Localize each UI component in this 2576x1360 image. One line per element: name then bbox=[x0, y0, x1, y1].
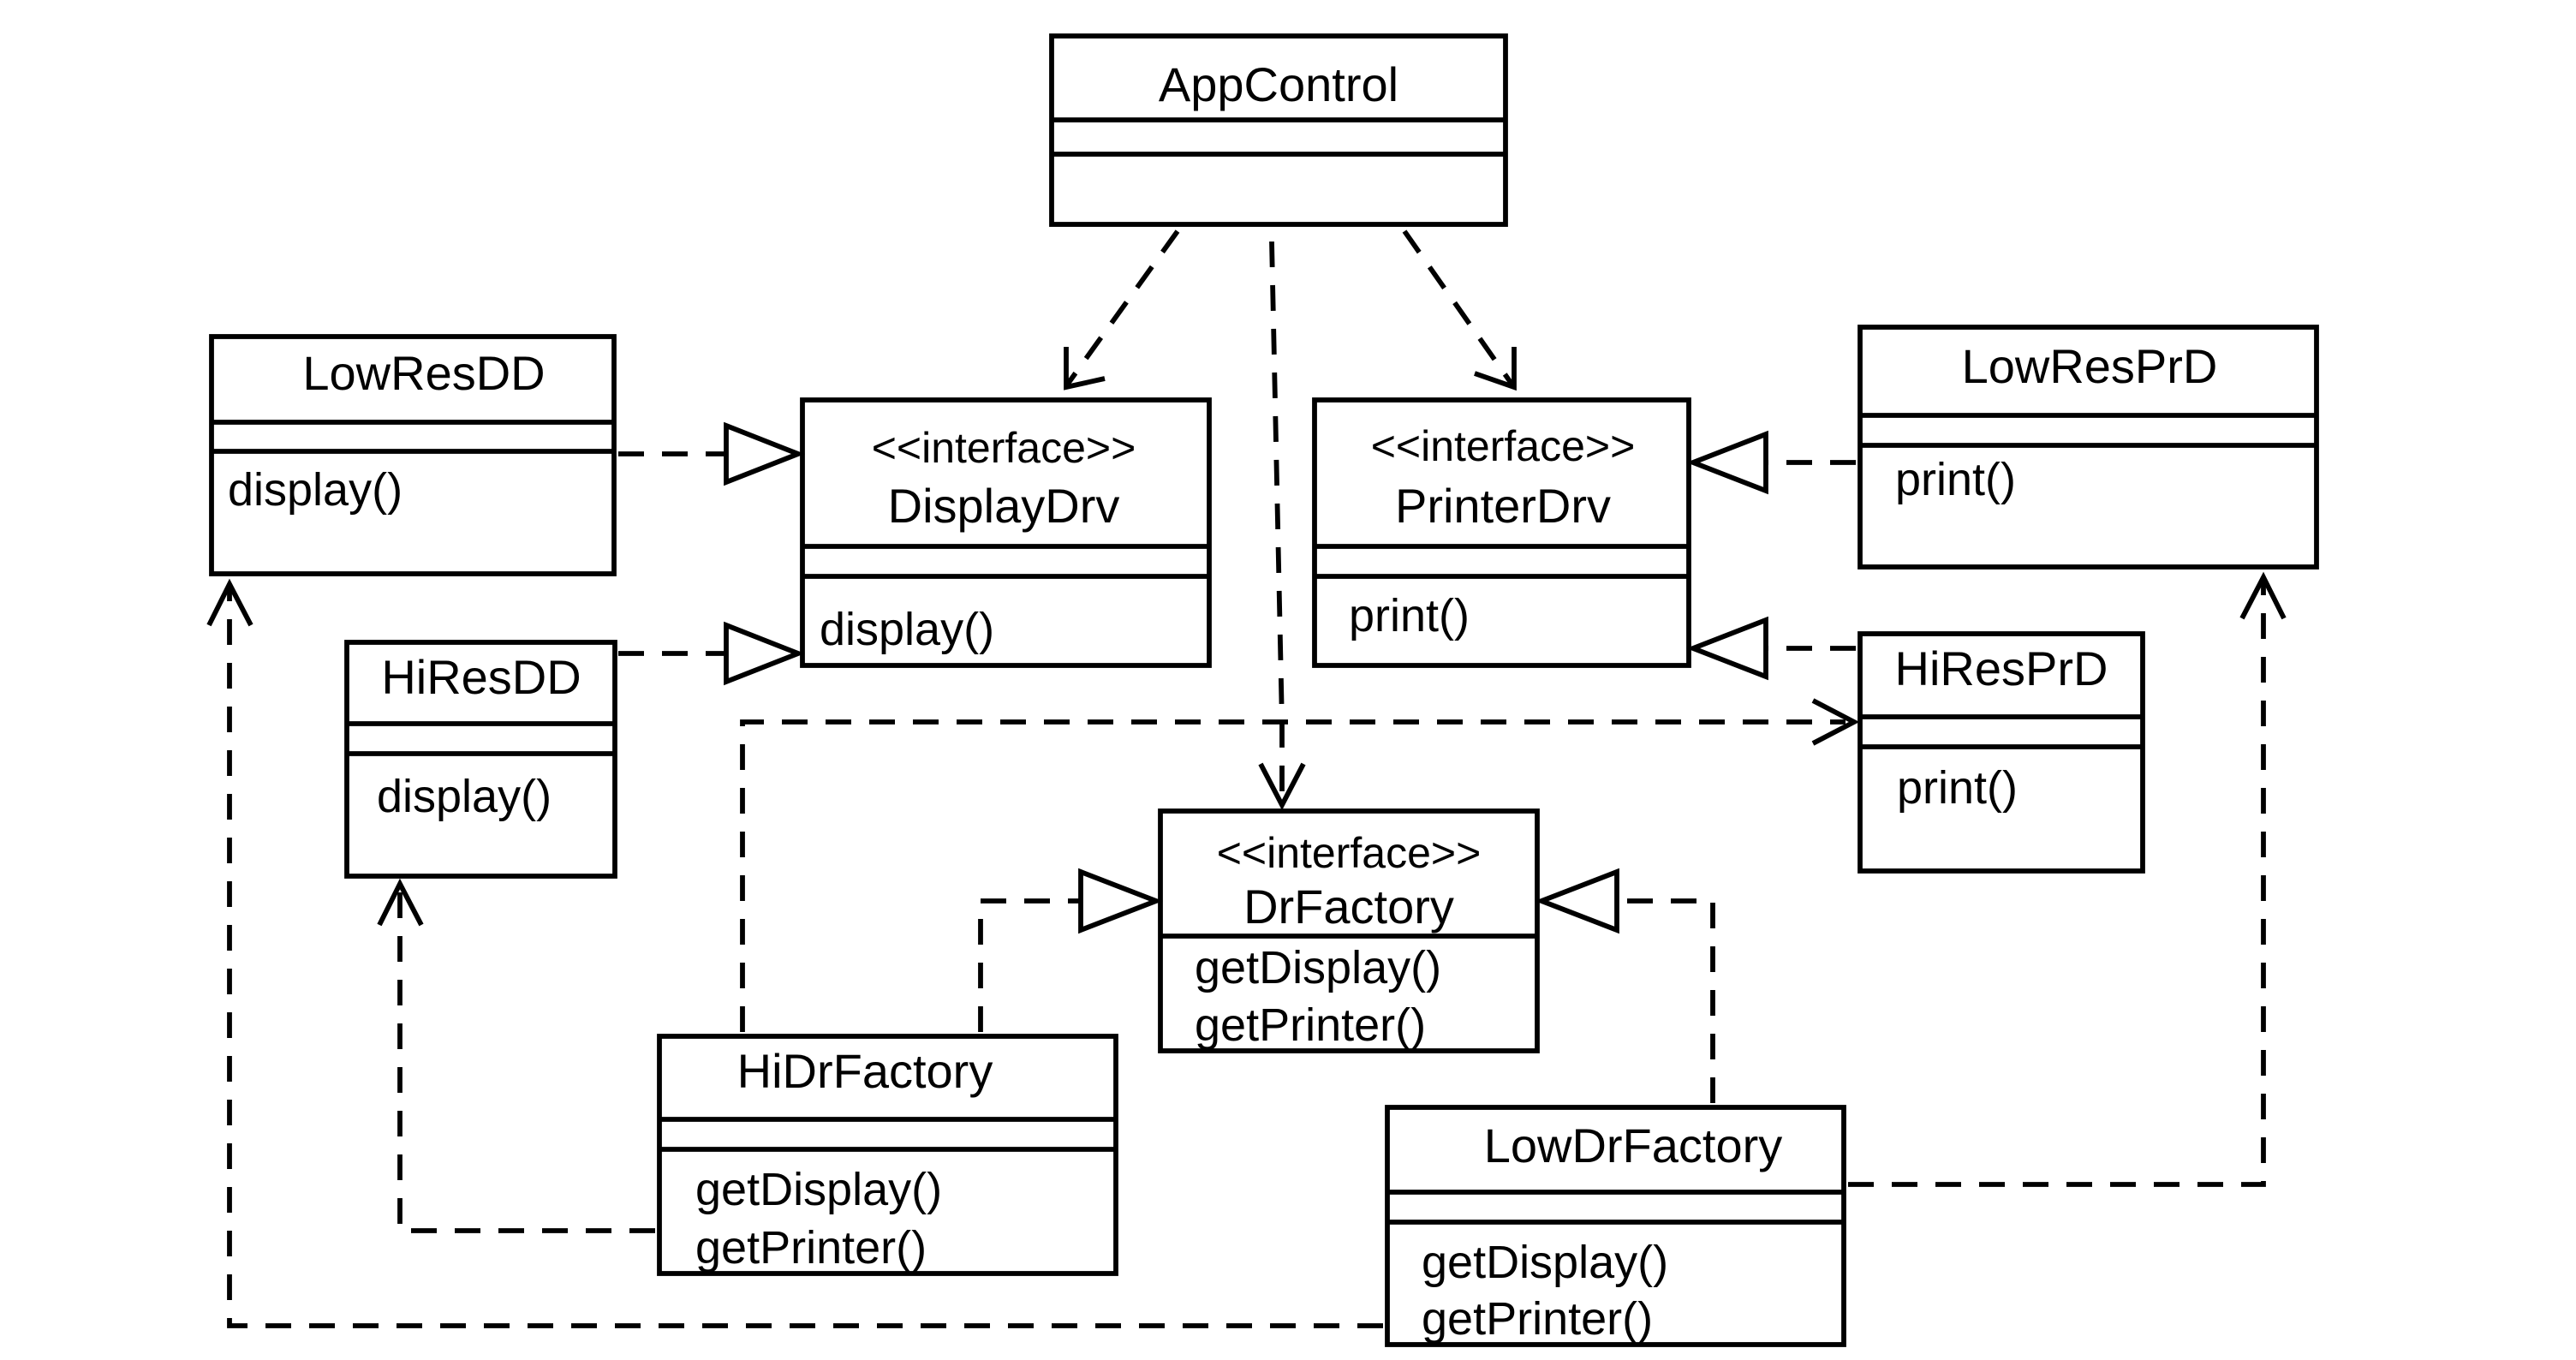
operation-drfactory-getdisplay: getDisplay() bbox=[1195, 942, 1441, 993]
operation-hidrfactory-getprinter: getPrinter() bbox=[695, 1222, 927, 1274]
class-name-appcontrol: AppControl bbox=[1159, 57, 1398, 111]
class-hiresdd[interactable]: HiResDD display() bbox=[344, 640, 617, 879]
realization-hiresdd-displaydrv bbox=[618, 621, 805, 686]
dependency-appcontrol-displaydrv bbox=[1064, 230, 1180, 391]
interface-drfactory[interactable]: <<interface>> DrFactory getDisplay() get… bbox=[1158, 808, 1540, 1053]
class-hiresprd[interactable]: HiResPrD print() bbox=[1857, 631, 2145, 874]
class-lowresdd[interactable]: LowResDD display() bbox=[209, 334, 617, 576]
stereotype-printerdrv: <<interface>> bbox=[1371, 422, 1636, 470]
class-name-displaydrv: DisplayDrv bbox=[888, 479, 1120, 533]
class-name-lowresdd: LowResDD bbox=[302, 346, 545, 400]
class-hidrfactory[interactable]: HiDrFactory getDisplay() getPrinter() bbox=[657, 1034, 1118, 1276]
dependency-lowdrfactory-lowresdd bbox=[206, 578, 1383, 1328]
dependency-hidrfactory-hiresprd bbox=[740, 698, 1860, 1032]
operation-lowresdd-display: display() bbox=[228, 464, 402, 516]
realization-hiresprd-printerdrv bbox=[1685, 616, 1856, 681]
class-lowdrfactory[interactable]: LowDrFactory getDisplay() getPrinter() bbox=[1385, 1105, 1846, 1347]
realization-hidrfactory-drfactory bbox=[978, 868, 1164, 1032]
operation-hidrfactory-getdisplay: getDisplay() bbox=[695, 1164, 942, 1215]
operation-drfactory-getprinter: getPrinter() bbox=[1195, 999, 1426, 1051]
realization-lowdrfactory-drfactory bbox=[1534, 868, 1715, 1103]
class-appcontrol[interactable]: AppControl bbox=[1049, 33, 1508, 227]
class-name-lowdrfactory: LowDrFactory bbox=[1484, 1118, 1783, 1172]
class-name-lowresprd: LowResPrD bbox=[1962, 339, 2218, 393]
class-name-hidrfactory: HiDrFactory bbox=[737, 1044, 993, 1098]
operation-lowresprd-print: print() bbox=[1895, 454, 2016, 505]
class-name-drfactory: DrFactory bbox=[1243, 880, 1454, 934]
realization-lowresdd-displaydrv bbox=[618, 421, 805, 486]
class-name-hiresprd: HiResPrD bbox=[1895, 641, 2108, 695]
operation-displaydrv-display: display() bbox=[820, 604, 994, 655]
interface-displaydrv[interactable]: <<interface>> DisplayDrv display() bbox=[800, 397, 1212, 668]
operation-lowdrfactory-getprinter: getPrinter() bbox=[1422, 1293, 1653, 1345]
operation-hiresprd-print: print() bbox=[1897, 762, 2018, 814]
operation-lowdrfactory-getdisplay: getDisplay() bbox=[1422, 1237, 1668, 1288]
realization-lowresprd-printerdrv bbox=[1685, 430, 1856, 495]
interface-printerdrv[interactable]: <<interface>> PrinterDrv print() bbox=[1312, 397, 1691, 668]
dependency-lowdrfactory-lowresprd bbox=[1848, 571, 2287, 1187]
class-name-printerdrv: PrinterDrv bbox=[1395, 479, 1611, 533]
operation-printerdrv-print: print() bbox=[1349, 590, 1470, 641]
dependency-appcontrol-printerdrv bbox=[1402, 230, 1517, 391]
stereotype-drfactory: <<interface>> bbox=[1217, 829, 1482, 877]
stereotype-displaydrv: <<interface>> bbox=[872, 424, 1136, 472]
class-name-hiresdd: HiResDD bbox=[381, 650, 581, 704]
class-lowresprd[interactable]: LowResPrD print() bbox=[1857, 325, 2319, 570]
operation-hiresdd-display: display() bbox=[377, 771, 552, 822]
dependency-hidrfactory-hiresdd bbox=[377, 878, 655, 1233]
